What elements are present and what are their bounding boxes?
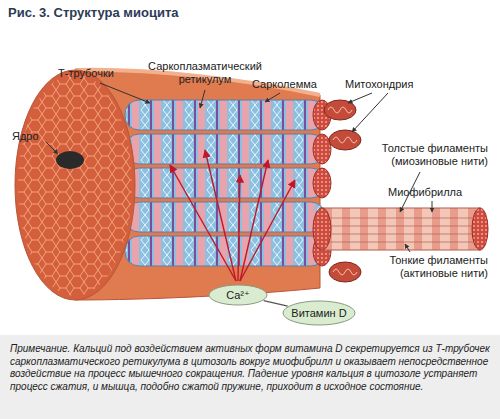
thick-filament-label: Толстые филаменты (миозиновые нити) [366,142,488,168]
nucleus-label: Ядро [12,130,52,143]
mitochondrion-label: Митохондрия [345,78,435,91]
node-text: Витамин D [291,307,346,319]
reticulum-label: Саркоплазматический ретикулум [140,60,270,86]
sarcolemma-label: Сарколемма [252,78,332,91]
myofibril-label: Миофибрилла [388,186,488,199]
calcium-oval: Ca²⁺ [208,284,268,306]
figure-title: Рис. 3. Структура миоцита [8,6,179,19]
figure-note: Примечание. Кальций под воздействием акт… [10,343,490,393]
t-tubule-label: Т-трубочки [58,67,148,80]
thin-filament-label: Тонкие филаменты (актиновые нити) [366,254,488,280]
vitamin-oval: Витамин D [282,300,356,326]
connector-line [264,301,288,306]
node-text: Ca²⁺ [226,289,250,302]
